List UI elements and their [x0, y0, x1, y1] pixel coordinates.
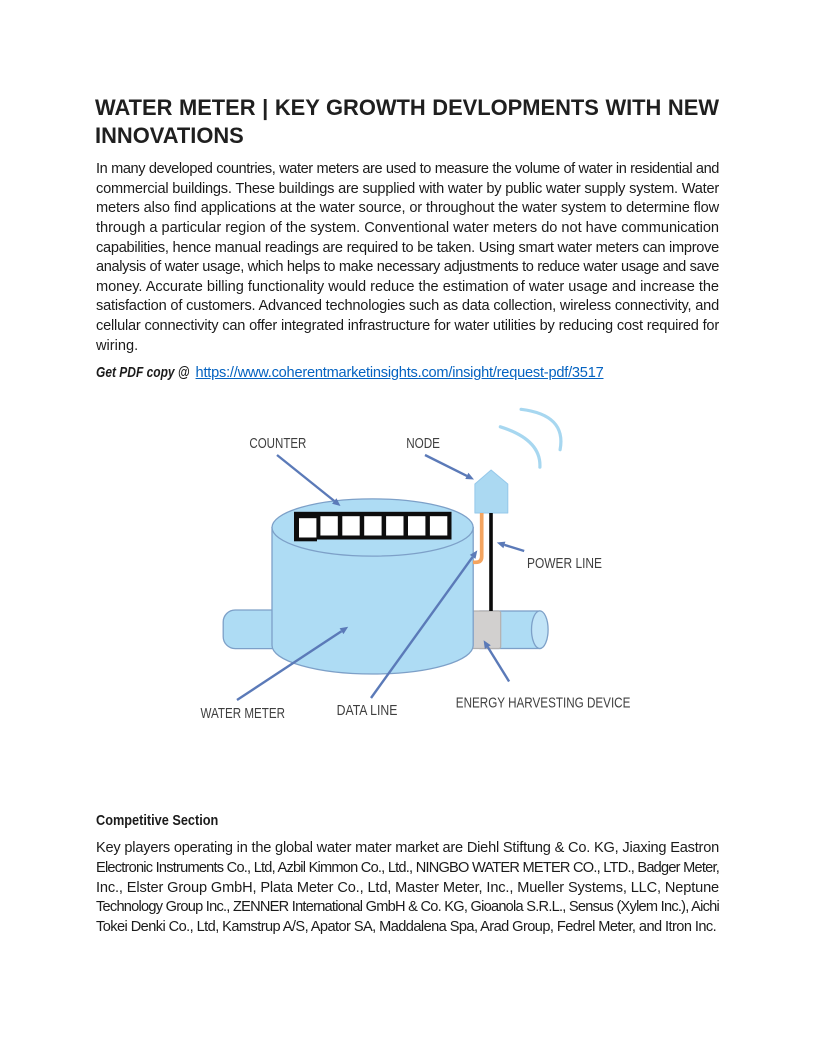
svg-text:DATA LINE: DATA LINE: [337, 703, 398, 719]
svg-text:POWER LINE: POWER LINE: [527, 556, 602, 572]
svg-text:NODE: NODE: [406, 436, 440, 452]
svg-text:WATER METER: WATER METER: [201, 706, 286, 722]
svg-text:COUNTER: COUNTER: [249, 436, 306, 452]
svg-text:ENERGY HARVESTING DEVICE: ENERGY HARVESTING DEVICE: [456, 695, 631, 711]
